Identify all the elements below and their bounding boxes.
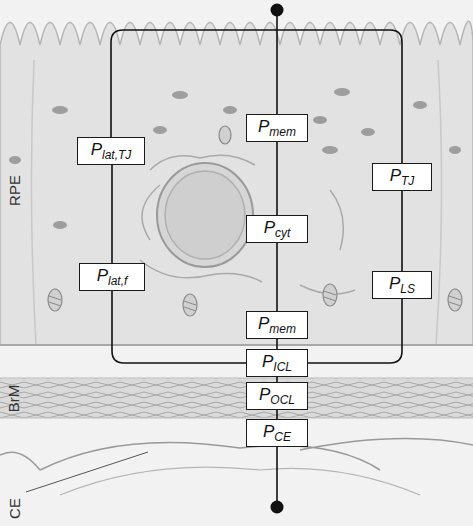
layer-label: RPE	[6, 175, 23, 206]
permeability-box: POCL	[246, 382, 308, 410]
transport-path	[276, 243, 278, 311]
permeability-box: Pmem	[246, 114, 308, 142]
top-lead	[276, 10, 278, 119]
layer-label: CE	[6, 498, 23, 519]
permeability-box: Plat,TJ	[77, 137, 145, 165]
permeability-box: PLS	[372, 271, 432, 299]
permeability-box: PCE	[246, 419, 308, 447]
permeability-label: PICL	[262, 353, 292, 373]
transport-path	[308, 299, 402, 363]
permeability-label: Plat,f	[97, 267, 128, 287]
transport-path	[401, 191, 403, 271]
permeability-label: Pmem	[258, 315, 296, 335]
junction-lead	[277, 30, 402, 165]
permeability-label: PTJ	[390, 167, 415, 187]
transport-path	[276, 410, 278, 419]
bottom-lead	[276, 446, 278, 505]
leader-line	[26, 452, 148, 492]
transport-path	[112, 291, 246, 363]
permeability-label: PCE	[263, 423, 291, 443]
terminal-dot	[271, 4, 284, 17]
permeability-box: Pcyt	[246, 215, 308, 243]
permeability-label: Plat,TJ	[91, 141, 132, 161]
permeability-label: POCL	[259, 386, 295, 406]
permeability-box: PTJ	[372, 163, 432, 191]
terminal-dot	[271, 501, 284, 514]
permeability-label: Pcyt	[264, 219, 291, 239]
permeability-box: PICL	[246, 349, 308, 377]
transport-path	[276, 142, 278, 215]
permeability-label: PLS	[389, 275, 415, 295]
transport-path	[111, 165, 113, 263]
layer-label: BrM	[5, 385, 22, 413]
permeability-box: Pmem	[246, 311, 308, 339]
permeability-box: Plat,f	[79, 263, 145, 291]
permeability-label: Pmem	[258, 118, 296, 138]
transport-path	[276, 339, 278, 349]
